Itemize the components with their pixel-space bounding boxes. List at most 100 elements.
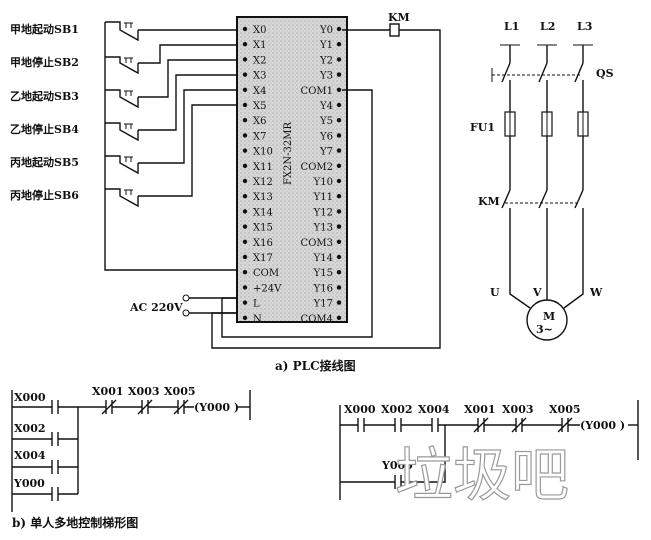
plc-output-terminal [336, 102, 342, 108]
plc-output-terminal [336, 224, 342, 229]
plc-output-pin-label: Y0 [319, 25, 333, 36]
plc-output-pin-label: COM4 [301, 314, 333, 325]
plc-output-pins: Y0Y1Y2Y3COM1Y4Y5Y6Y7COM2Y10Y11Y12Y13COM3… [301, 25, 342, 325]
plc-output-terminal [336, 194, 342, 199]
plc-input-pin-label: N [253, 314, 262, 325]
switch-sb2 [105, 44, 237, 75]
plc-output-pin-label: Y12 [313, 207, 333, 218]
plc-output-pin-label: Y2 [319, 55, 333, 66]
plc-input-terminal [242, 42, 248, 47]
plc-model-label: FX2N-32MR [283, 121, 294, 185]
plc-input-pin-label: X1 [253, 40, 266, 51]
plc-input-pin-label: X2 [253, 55, 266, 66]
plc-input-terminal [242, 118, 248, 123]
plc-output-terminal [336, 254, 342, 260]
terminal-u: U [490, 286, 500, 299]
switch-sb5 [105, 89, 237, 175]
plc-input-pin-label: X10 [253, 147, 273, 158]
km-main-label: KM [478, 195, 500, 208]
plc-input-pin-label: L [253, 299, 260, 310]
plc-input-pin-label: +24V [253, 283, 282, 294]
common-bus [104, 22, 237, 271]
ladder1-coil: (Y000 ) [194, 401, 239, 414]
plc-input-pins: X0X1X2X3X4X5X6X7X10X11X12X13X14X15X16X17… [242, 25, 282, 325]
plc-output-pin-label: Y5 [319, 116, 333, 127]
fu1-label: FU1 [470, 121, 495, 134]
ladder1-contact-x001: X001 [92, 385, 124, 398]
plc-input-pin-label: X4 [253, 86, 266, 97]
ladder2-contact-x002: X002 [381, 403, 413, 416]
plc-input-pin-label: X3 [253, 71, 266, 82]
plc-output-terminal [336, 178, 342, 184]
plc-input-terminal [242, 148, 248, 153]
plc-module: FX2N-32MR X0X1X2X3X4X5X6X7X10X11X12X13X1… [236, 16, 348, 325]
plc-output-terminal [336, 26, 342, 32]
ac-supply-label: AC 220V [129, 301, 183, 314]
plc-output-terminal [336, 239, 342, 244]
ladder2-coil: (Y000 ) [580, 419, 625, 432]
plc-input-terminal [242, 72, 248, 77]
plc-input-pin-label: X0 [253, 25, 266, 36]
plc-input-terminal [242, 57, 248, 62]
plc-output-pin-label: Y13 [313, 223, 333, 234]
switch-label-sb3: 乙地起动SB3 [10, 89, 79, 103]
plc-input-pin-label: COM [253, 268, 279, 279]
km-coil-label: KM [388, 11, 410, 24]
watermark-text: 垃圾吧 [395, 441, 569, 509]
ladder-diagram-multi-person: X000 X002 X004 X001 X003 X005 (Y000 ) Y0… [339, 400, 639, 500]
plc-input-terminal [242, 87, 248, 93]
plc-output-terminal [336, 87, 342, 93]
switch-label-sb2: 甲地停止SB2 [10, 55, 79, 69]
plc-output-pin-label: Y4 [319, 101, 333, 112]
plc-input-terminal [242, 300, 248, 305]
plc-output-terminal [336, 300, 342, 305]
plc-input-pin-label: X17 [253, 253, 273, 264]
plc-output-pin-label: Y6 [319, 131, 333, 142]
terminal-v: V [532, 286, 542, 299]
ladder1-caption: b) 单人多地控制梯形图 [12, 515, 138, 530]
plc-output-pin-label: Y7 [319, 147, 333, 158]
plc-output-pin-label: COM1 [301, 86, 333, 97]
plc-output-terminal [336, 148, 342, 153]
plc-output-pin-label: Y16 [313, 283, 333, 294]
ladder2-contact-hold: Y000 [381, 459, 413, 472]
plc-input-terminal [242, 254, 248, 260]
plc-output-pin-label: COM3 [301, 238, 333, 249]
plc-output-pin-label: Y11 [313, 192, 333, 203]
plc-body [236, 16, 348, 323]
switch-label-sb5: 丙地起动SB5 [10, 155, 79, 169]
plc-input-terminal [242, 194, 248, 199]
terminal-w: W [589, 286, 603, 299]
plc-input-terminal [242, 285, 248, 290]
plc-input-terminal [242, 26, 248, 32]
plc-input-pin-label: X13 [253, 192, 273, 203]
plc-input-terminal [242, 163, 248, 168]
motor-main-circuit: L1 L2 L3 QS FU1 KM U V W M 3~ [470, 20, 614, 341]
switch-sb3 [105, 59, 237, 109]
qs-label: QS [596, 67, 614, 80]
ladder-diagram-single-person: X000 X002 X004 Y000 X001 X003 X005 (Y000… [11, 385, 251, 530]
plc-output-terminal [336, 209, 342, 214]
plc-output-pin-label: Y15 [313, 268, 333, 279]
plc-input-pin-label: X12 [253, 177, 273, 188]
motor-sub-label: 3~ [536, 323, 553, 336]
plc-output-terminal [336, 72, 342, 77]
ladder1-contact-y000: Y000 [13, 477, 45, 490]
plc-input-terminal [242, 239, 248, 244]
ladder2-contact-x001: X001 [464, 403, 496, 416]
phase-label-l1: L1 [504, 20, 519, 33]
plc-output-pin-label: Y1 [319, 40, 333, 51]
plc-output-pin-label: Y14 [313, 253, 333, 264]
plc-input-pin-label: X16 [253, 238, 273, 249]
switch-label-sb4: 乙地停止SB4 [10, 122, 79, 136]
plc-output-terminal [336, 270, 342, 275]
plc-input-pin-label: X15 [253, 223, 273, 234]
ac-supply: AC 220V [129, 294, 237, 317]
ladder1-contact-x005: X005 [164, 385, 196, 398]
plc-input-terminal [242, 178, 248, 184]
plc-output-pin-label: Y17 [313, 299, 333, 310]
switch-sb1 [105, 21, 237, 42]
plc-output-terminal [336, 315, 342, 320]
